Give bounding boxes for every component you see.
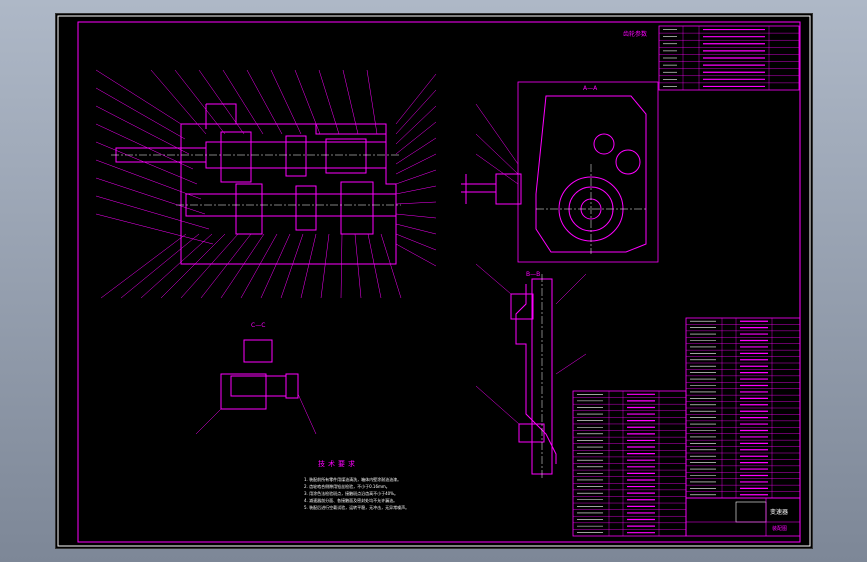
- tech-line-1: 1. 装配前所有零件用煤油清洗，箱体内壁涂耐油油漆。: [304, 476, 401, 482]
- tech-title: 技术要求: [318, 459, 358, 468]
- tech-line-5: 5. 装配后进行空载试验，运转平稳，无冲击，无异常噪声。: [304, 504, 409, 510]
- drawing-canvas: 齿轮参数 A—A: [57, 15, 811, 547]
- a-a-label: A—A: [583, 85, 598, 92]
- parts-list-left: [572, 390, 687, 537]
- gear-parameter-table: 齿轮参数: [623, 25, 800, 91]
- b-b-label: B—B: [526, 271, 540, 278]
- title-code: 装配图: [772, 525, 787, 532]
- c-c-section-view: C—C: [195, 322, 317, 435]
- title-block: 变速器 装配图: [685, 497, 801, 537]
- outer-frame: [57, 15, 811, 547]
- a-a-section-view: A—A: [461, 81, 659, 263]
- c-c-label: C—C: [251, 322, 265, 329]
- drawing-sheet: 齿轮参数 A—A: [56, 14, 812, 548]
- table-title: 齿轮参数: [623, 30, 647, 38]
- b-b-section-view: B—B: [475, 263, 587, 479]
- inner-border: [77, 21, 801, 543]
- technical-requirements: 技术要求 1. 装配前所有零件用煤油清洗，箱体内壁涂耐油油漆。 2. 齿轮啮合侧…: [304, 459, 409, 510]
- parts-list-right: [685, 317, 801, 499]
- title-name: 变速器: [770, 508, 788, 516]
- tech-line-3: 3. 用涂色法检验斑点，接触斑点沿齿高不小于40%。: [304, 490, 398, 496]
- main-section-view: [95, 69, 437, 299]
- tech-line-4: 4. 减速器剖分面、各接触面及密封处均不允许漏油。: [304, 497, 397, 503]
- tech-line-2: 2. 齿轮啮合侧隙用铅丝检验，不小于0.16mm。: [304, 483, 390, 489]
